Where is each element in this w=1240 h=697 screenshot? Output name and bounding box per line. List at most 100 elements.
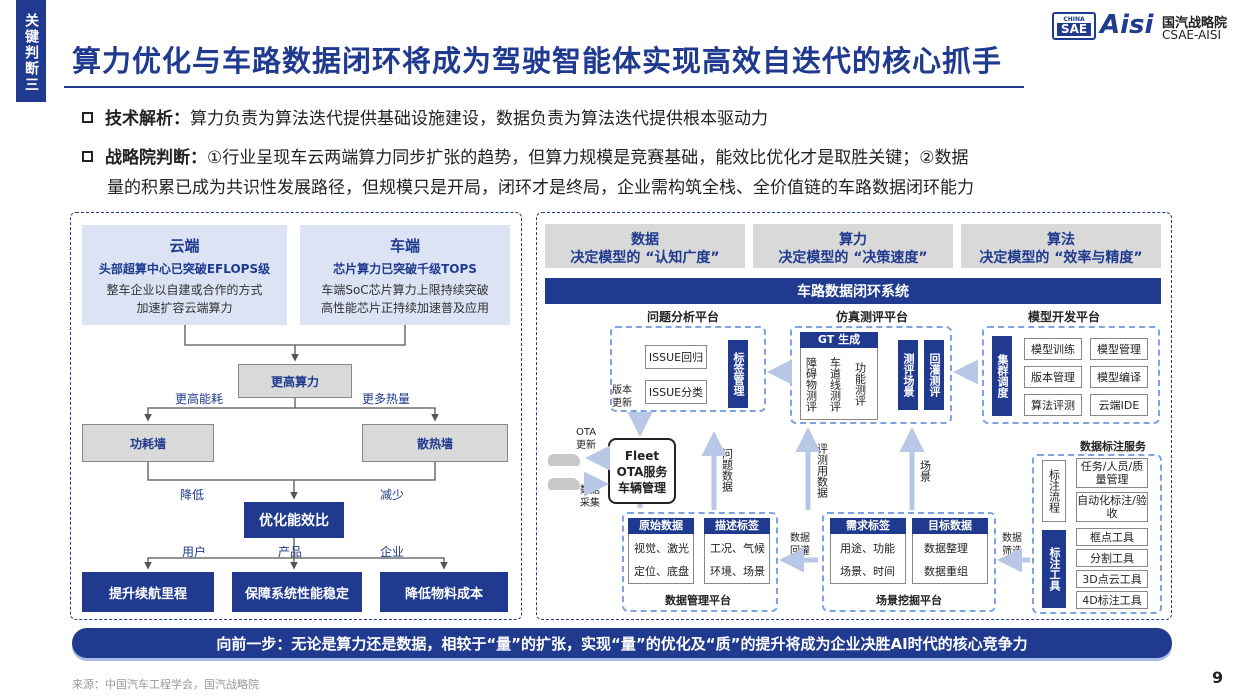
eval-data-label: 评测用数据 <box>815 442 829 498</box>
arrow-to-heat-wall <box>295 407 439 422</box>
right-panel <box>536 212 1172 620</box>
cloud-title: 云端 <box>169 237 200 255</box>
arrow-power-wall-optimize <box>147 462 298 500</box>
scene-mine-title: 场景挖掘平台 <box>876 594 942 607</box>
data-mgmt-platform <box>622 512 778 612</box>
scene-label: 场景 <box>918 460 932 482</box>
sae-logo: CHINA SAE <box>1052 12 1096 40</box>
source-note: 来源：中国汽车工程学会，国汽战略院 <box>72 678 259 691</box>
enterprise-label: 企业 <box>380 545 405 559</box>
issue-data-label: 问题数据 <box>720 448 734 492</box>
function-eval: 功能测评 <box>853 362 867 406</box>
bullet-judgment-cont: 量的积累已成为共识性发展路径，但规模只是开局，闭环才是终局，企业需构筑全栈、全价… <box>107 178 974 198</box>
algorithm-header-sub: 决定模型的 “效率与精度” <box>979 250 1143 266</box>
model-management: 模型管理 <box>1090 338 1148 360</box>
replay-test: 回灌测评 <box>924 340 944 410</box>
label-service-title: 数据标注服务 <box>1080 440 1146 453</box>
logo-sae-text: SAE <box>1056 23 1092 36</box>
4d-label-tool: 4D标注工具 <box>1076 591 1148 609</box>
cloud-body1: 整车企业以自建或合作的方式 <box>106 283 263 297</box>
sim-platform-title: 仿真测评平台 <box>836 310 909 324</box>
system-banner: 车路数据闭环系统 <box>545 278 1161 304</box>
algorithm-header: 算法 决定模型的 “效率与精度” <box>961 224 1161 268</box>
desc-tag-1: 工况、气候 <box>710 542 765 555</box>
fleet-ota: OTA服务 <box>616 465 668 479</box>
data-mgmt-title: 数据管理平台 <box>665 594 731 607</box>
label-service-box <box>1032 454 1162 614</box>
product-label: 产品 <box>278 545 303 559</box>
issue-classify: ISSUE分类 <box>645 380 707 404</box>
vehicle-body2: 高性能芯片正持续加速普及应用 <box>320 301 489 315</box>
org-name-cn: 国汽战略院 <box>1162 16 1228 31</box>
bullet-judgment: 战略院判断：①行业呈现车云两端算力同步扩张的趋势，但算力规模是竞赛基础，能效比优… <box>82 143 968 173</box>
desc-tag-2: 环境、场景 <box>710 565 765 578</box>
task-quality-mgmt: 任务/人员/质量管理 <box>1076 458 1148 488</box>
lane-eval: 车道线测评 <box>828 356 842 412</box>
gt-header: GT 生成 <box>800 332 878 348</box>
model-platform-title: 模型开发平台 <box>1028 310 1101 324</box>
higher-energy-label: 更高能耗 <box>175 392 224 406</box>
compute-header: 算力 决定模型的 “决策速度” <box>753 224 953 268</box>
model-platform <box>982 326 1160 424</box>
scene-test: 测评场景 <box>898 340 918 410</box>
bullet-label: 技术解析： <box>105 109 190 129</box>
decrease-label: 减少 <box>380 488 405 502</box>
vehicle-sub: 芯片算力已突破千级TOPS <box>333 262 477 276</box>
algorithm-header-title: 算法 <box>1047 232 1075 248</box>
arrow-to-power-wall <box>144 398 296 422</box>
data-header: 数据 决定模型的 “认知广度” <box>545 224 745 268</box>
target-data-header: 目标数据 <box>912 518 988 534</box>
bullet-text: 算力负责为算法迭代提供基础设施建设，数据负责为算法迭代提供根本驱动力 <box>190 109 768 129</box>
cloud-box: 云端 头部超算中心已突破EFLOPS级 整车企业以自建或合作的方式 加速扩容云端… <box>82 225 287 325</box>
arrow-vehicle-power <box>295 325 406 346</box>
more-power-box: 更高算力 <box>238 364 352 398</box>
target-data-1: 数据整理 <box>924 542 968 555</box>
req-tag-header: 需求标签 <box>830 518 906 534</box>
compute-header-title: 算力 <box>839 232 867 248</box>
data-header-title: 数据 <box>631 232 659 248</box>
arrow-cloud-power <box>184 325 299 362</box>
outcome-cost: 降低物料成本 <box>380 572 508 612</box>
algorithm-eval: 算法评测 <box>1024 394 1082 416</box>
page-title: 算力优化与车路数据闭环将成为驾驶智能体实现高效自迭代的核心抓手 <box>72 44 1003 78</box>
fleet-title: Fleet <box>624 449 660 463</box>
compute-header-sub: 决定模型的 “决策速度” <box>778 250 928 266</box>
car-icon <box>548 454 580 466</box>
user-label: 用户 <box>182 545 207 559</box>
model-training: 模型训练 <box>1024 338 1082 360</box>
issue-regression: ISSUE回归 <box>645 345 707 369</box>
page-number: 9 <box>1212 668 1224 687</box>
bullet-text: ①行业呈现车云两端算力同步扩张的趋势，但算力规模是竞赛基础，能效比优化才是取胜关… <box>207 148 969 168</box>
reduce-label: 降低 <box>180 488 205 502</box>
version-update-label: 版本更新 <box>612 385 632 409</box>
section-tab: 关键判断三 <box>16 0 46 102</box>
optimize-box: 优化能效比 <box>244 502 344 538</box>
auto-label: 自动化标注/验收 <box>1076 492 1148 522</box>
cluster-scheduling: 集群调度 <box>992 336 1012 416</box>
cloud-sub: 头部超算中心已突破EFLOPS级 <box>98 262 271 276</box>
aisi-logo: Aisi <box>1100 10 1154 40</box>
tag-management: 标签管理 <box>728 340 748 408</box>
bullet-label: 战略院判断： <box>105 148 207 168</box>
pointcloud-tool: 3D点云工具 <box>1076 570 1148 588</box>
raw-data-1: 视觉、激光 <box>634 542 689 555</box>
req-tag-2: 场景、时间 <box>840 565 895 578</box>
issue-platform-title: 问题分析平台 <box>647 310 720 324</box>
title-divider <box>64 86 1024 88</box>
target-data-2: 数据重组 <box>924 565 968 578</box>
key-takeaway-bar: 向前一步：无论是算力还是数据，相较于“量”的扩张，实现“量”的优化及“质”的提升… <box>72 628 1172 658</box>
vehicle-body1: 车端SoC芯片算力上限持续突破 <box>321 283 489 297</box>
arrow-heat-wall-optimize <box>294 462 436 481</box>
outcome-stability: 保障系统性能稳定 <box>232 572 362 612</box>
arrow-to-cost <box>294 557 448 570</box>
left-panel <box>70 212 522 620</box>
fleet-vehicle: 车辆管理 <box>617 481 666 495</box>
car-icon <box>548 478 580 490</box>
version-management: 版本管理 <box>1024 366 1082 388</box>
cloud-ide: 云端IDE <box>1090 394 1148 416</box>
scene-mine-platform <box>822 512 996 612</box>
vehicle-box: 车端 芯片算力已突破千级TOPS 车端SoC芯片算力上限持续突破 高性能芯片正持… <box>300 225 510 325</box>
bullet-technical: 技术解析：算力负责为算法迭代提供基础设施建设，数据负责为算法迭代提供根本驱动力 <box>82 104 768 134</box>
obstacle-eval: 障碍物测评 <box>804 356 818 412</box>
